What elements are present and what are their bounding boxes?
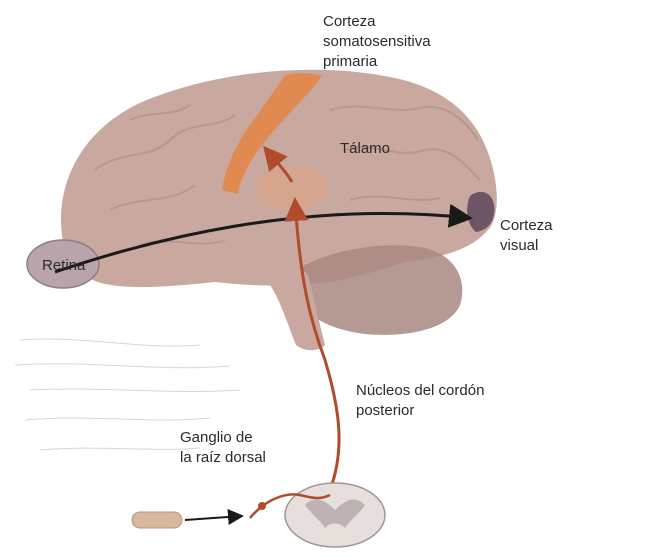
label-somatosensory-cortex: Corteza somatosensitiva primaria [323, 13, 435, 70]
label-retina: Retina [42, 257, 86, 274]
label-visual-cortex: Corteza visual [500, 217, 557, 254]
dorsal-root-ganglion [258, 502, 266, 510]
label-thalamus: Tálamo [340, 140, 390, 157]
label-dorsal-root-ganglion: Ganglio de la raíz dorsal [180, 429, 266, 466]
receptor-to-ganglion-arrow [185, 516, 242, 520]
skin-receptor [132, 512, 182, 528]
cerebellum [298, 245, 462, 335]
thalamus [256, 166, 328, 210]
label-dorsal-column-nuclei: Núcleos del cordón posterior [356, 382, 489, 419]
